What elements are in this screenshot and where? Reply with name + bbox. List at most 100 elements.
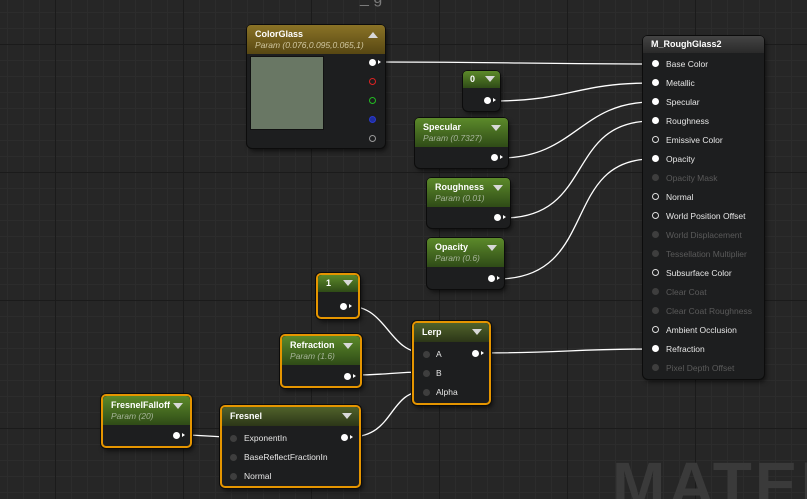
output-pin-icon[interactable] [472,350,479,357]
material-input-pin-icon[interactable] [652,117,659,124]
input-pin-icon[interactable] [230,435,237,442]
material-input-pin-icon[interactable] [652,155,659,162]
wire-lerp-refraction [479,348,653,354]
white-pin-icon[interactable] [369,59,376,66]
material-input-pin-icon[interactable] [652,250,659,257]
dropdown-arrow-icon[interactable] [493,185,503,191]
node-title: M_RoughGlass2 [651,39,722,49]
output-pin-icon[interactable] [173,432,180,439]
node-title: Specular [423,122,462,132]
node-lerp[interactable]: Lerp A B Alpha [412,321,491,405]
dropdown-arrow-icon[interactable] [342,413,352,419]
node-fresnelfalloff[interactable]: FresnelFalloff Param (20) [101,394,192,448]
node-constant-1[interactable]: 1 [316,273,360,319]
material-input-pin-icon[interactable] [652,231,659,238]
material-input-pin-icon[interactable] [652,174,659,181]
blue-pin-icon[interactable] [369,116,376,123]
lerp-input-a: A [436,349,442,359]
node-subtitle: Param (20) [111,411,154,421]
material-input-pin-icon[interactable] [652,269,659,276]
material-input-pin-icon[interactable] [652,136,659,143]
pin-arrow-icon [493,98,496,102]
pin-arrow-icon [500,155,503,159]
node-header: Opacity Param (0.6) [427,238,504,267]
input-pin-icon[interactable] [230,473,237,480]
material-input-pin-icon[interactable] [652,364,659,371]
node-title: Opacity [435,242,469,252]
wire-specular-specular [499,101,653,159]
material-input-label: Roughness [666,116,710,126]
dropdown-arrow-icon[interactable] [485,76,495,82]
input-pin-icon[interactable] [423,389,430,396]
material-input-pin-icon[interactable] [652,79,659,86]
node-fresnel[interactable]: Fresnel ExponentIn BaseReflectFractionIn… [220,405,361,488]
node-title: Refraction [290,340,335,350]
dropdown-arrow-icon[interactable] [491,125,501,131]
output-pin-icon[interactable] [488,275,495,282]
color-preview-swatch [250,56,324,130]
node-title: FresnelFalloff [111,400,171,410]
dropdown-arrow-icon[interactable] [487,245,497,251]
dropdown-arrow-icon[interactable] [343,343,353,349]
output-pin-icon[interactable] [484,97,491,104]
material-input-label: World Position Offset [666,211,746,221]
material-input-label: Refraction [666,344,705,354]
node-subtitle: Param (0.076,0.095,0.065,1) [255,40,364,50]
fresnel-input-exponent: ExponentIn [244,433,288,443]
material-input-label: Base Color [666,59,709,69]
node-opacity[interactable]: Opacity Param (0.6) [427,238,504,289]
material-input-pin-icon[interactable] [652,326,659,333]
pin-arrow-icon [353,374,356,378]
node-title: Lerp [422,327,442,337]
dropdown-arrow-icon[interactable] [343,280,353,286]
pin-arrow-icon [349,304,352,308]
node-header: M_RoughGlass2 [643,36,764,53]
material-input-label: Pixel Depth Offset [666,363,735,373]
pin-arrow-icon [481,351,484,355]
node-header: Specular Param (0.7327) [415,118,508,147]
input-pin-icon[interactable] [423,370,430,377]
output-pin-icon[interactable] [340,303,347,310]
output-pin-icon[interactable] [341,434,348,441]
node-specular[interactable]: Specular Param (0.7327) [415,118,508,168]
node-header: 0 [463,71,500,88]
node-header: Roughness Param (0.01) [427,178,510,207]
input-pin-icon[interactable] [423,351,430,358]
node-constant-0[interactable]: 0 [463,71,500,111]
node-colorglass[interactable]: ColorGlass Param (0.076,0.095,0.065,1) [247,25,385,148]
node-subtitle: Param (1.6) [290,351,335,361]
green-pin-icon[interactable] [369,97,376,104]
material-input-label: Specular [666,97,700,107]
material-input-pin-icon[interactable] [652,60,659,67]
pin-arrow-icon [503,215,506,219]
material-input-label: Tessellation Multiplier [666,249,747,259]
node-title: ColorGlass [255,29,304,39]
material-watermark: MATERI [612,449,807,499]
node-header: 1 [318,275,358,292]
collapse-up-icon[interactable] [368,32,378,38]
output-pin-icon[interactable] [344,373,351,380]
pin-arrow-icon [182,433,185,437]
input-pin-icon[interactable] [230,454,237,461]
node-header: ColorGlass Param (0.076,0.095,0.065,1) [247,25,385,54]
wire-colorglass-basecolor [379,61,653,65]
red-pin-icon[interactable] [369,78,376,85]
material-input-label: Emissive Color [666,135,723,145]
output-pin-icon[interactable] [491,154,498,161]
material-input-pin-icon[interactable] [652,193,659,200]
material-input-pin-icon[interactable] [652,345,659,352]
dropdown-arrow-icon[interactable] [472,329,482,335]
material-input-pin-icon[interactable] [652,98,659,105]
node-roughness[interactable]: Roughness Param (0.01) [427,178,510,228]
material-input-label: World Displacement [666,230,742,240]
node-refraction[interactable]: Refraction Param (1.6) [280,334,362,388]
material-input-pin-icon[interactable] [652,212,659,219]
alpha-pin-icon[interactable] [369,135,376,142]
dropdown-arrow-icon[interactable] [173,403,183,409]
output-pin-icon[interactable] [494,214,501,221]
material-input-label: Ambient Occlusion [666,325,737,335]
material-input-pin-icon[interactable] [652,288,659,295]
material-input-pin-icon[interactable] [652,307,659,314]
